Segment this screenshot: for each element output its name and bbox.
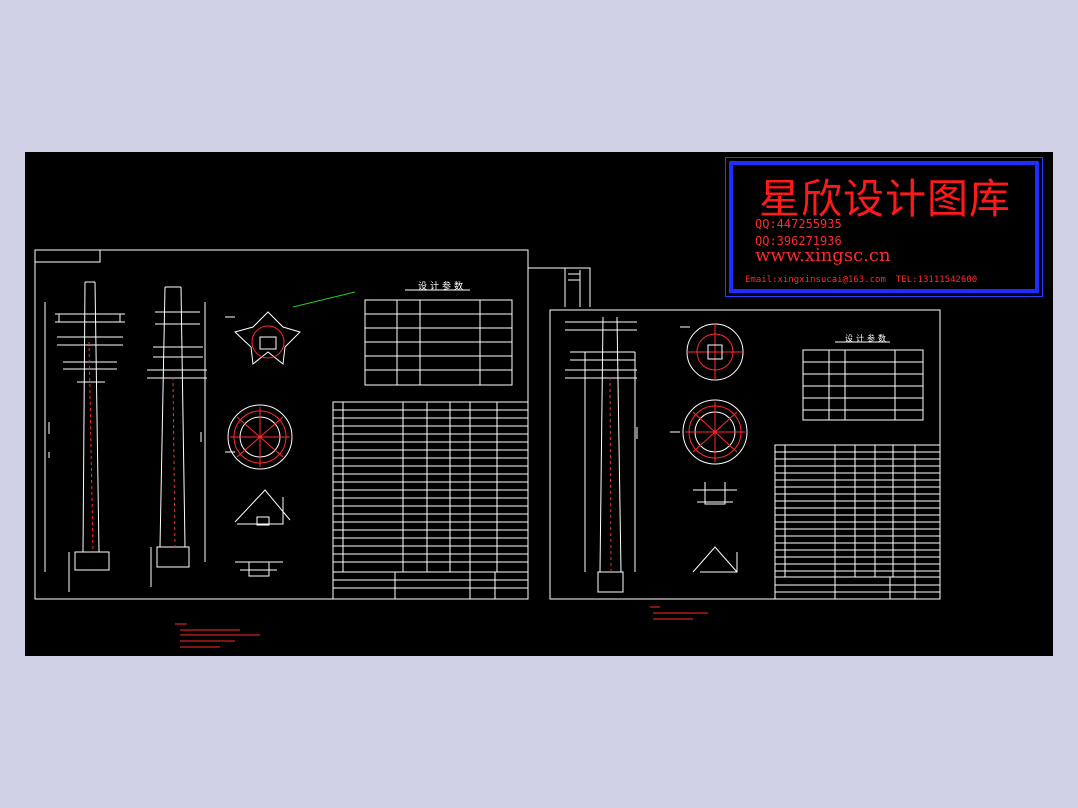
notes-left xyxy=(175,623,260,648)
dimension-ticks xyxy=(48,316,690,458)
stamp-qq-1: QQ:447255935 xyxy=(755,217,842,231)
right-bom-table xyxy=(774,444,941,600)
left-bolt-ring xyxy=(227,404,293,470)
left-pole-elevation-2 xyxy=(147,286,207,587)
right-table-title: 设计参数 xyxy=(845,334,889,343)
drawing-canvas[interactable]: 设计参数 设计参数 星欣设计图库 QQ:447255935 QQ:3962719… xyxy=(25,152,1053,656)
right-bolt-ring xyxy=(682,399,748,465)
right-flange-round xyxy=(686,323,744,381)
stamp-tel: TEL:13111542600 xyxy=(895,275,978,285)
stamp-website: www.xingsc.cn xyxy=(755,245,891,266)
right-parameter-table xyxy=(802,341,924,421)
stamp-outer-border xyxy=(725,157,1043,297)
watermark-stamp: 星欣设计图库 QQ:447255935 QQ:396271936 www.xin… xyxy=(725,157,1043,297)
right-weld-detail xyxy=(692,482,738,573)
left-table-title: 设计参数 xyxy=(418,282,467,292)
left-flange-star xyxy=(234,291,356,365)
left-weld-detail xyxy=(234,489,291,577)
left-pole-elevation-1 xyxy=(44,281,125,592)
stamp-email: Email:xingxinsucai@163.com xyxy=(745,275,886,285)
right-pole-elevation xyxy=(565,316,637,593)
stamp-contact: Email:xingxinsucai@163.com TEL:1311154260… xyxy=(745,275,977,285)
stamp-title: 星欣设计图库 xyxy=(759,175,1011,223)
stamp-inner-border xyxy=(729,161,1039,293)
cad-drawing xyxy=(34,249,941,648)
right-sheet-frame xyxy=(549,309,941,600)
notes-right xyxy=(650,606,708,620)
left-parameter-table xyxy=(364,289,513,386)
stamp-qq-2: QQ:396271936 xyxy=(755,234,842,248)
left-bom-table xyxy=(332,401,529,600)
